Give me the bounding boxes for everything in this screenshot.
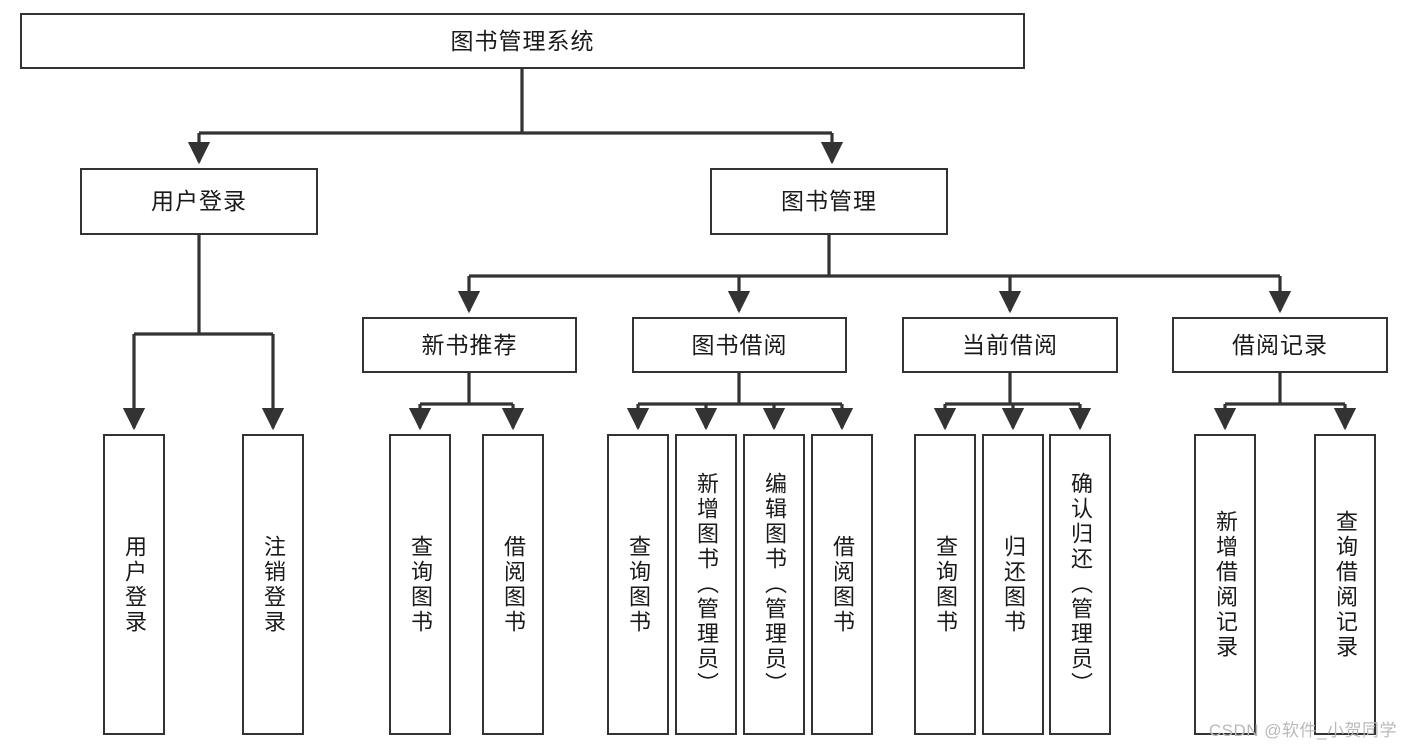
node-leaf-return-book[interactable]: 归还图书 [982,434,1044,735]
edge-newbook-bus [420,373,513,406]
node-label: 用户登录 [122,534,147,635]
node-borrow-record[interactable]: 借阅记录 [1172,317,1388,373]
node-label: 新书推荐 [421,331,518,358]
node-label: 用户登录 [151,188,247,215]
node-book-management[interactable]: 图书管理 [710,168,948,235]
node-leaf-logout[interactable]: 注销登录 [242,434,304,735]
node-label: 借阅记录 [1232,331,1328,358]
csdn-watermark: CSDN @软件_小贺同学 [1208,721,1397,740]
node-leaf-query-book-current[interactable]: 查询图书 [914,434,976,735]
node-leaf-query-borrow-record[interactable]: 查询借阅记录 [1314,434,1376,735]
node-label: 新增借阅记录 [1213,509,1238,660]
node-book-borrow[interactable]: 图书借阅 [632,317,847,373]
node-user-login[interactable]: 用户登录 [80,168,318,235]
node-label: 注销登录 [261,534,286,635]
edge-currentborrow-bus [945,373,1080,406]
node-leaf-query-book-borrow[interactable]: 查询图书 [607,434,669,735]
node-label: 查询借阅记录 [1333,509,1358,660]
node-label: 确认归还（管理员） [1068,472,1093,697]
node-label: 借阅图书 [830,534,855,635]
node-root[interactable]: 图书管理系统 [20,13,1025,69]
node-leaf-borrow-book[interactable]: 借阅图书 [811,434,873,735]
edge-bookmgmt-bus [469,235,1280,278]
edge-userlogin-bus [134,235,273,336]
node-label: 归还图书 [1001,534,1026,635]
node-label: 图书借阅 [691,331,788,358]
node-label: 查询图书 [626,534,651,635]
node-label: 借阅图书 [501,534,526,635]
node-label: 编辑图书（管理员） [762,472,787,697]
node-label: 查询图书 [933,534,958,635]
node-label: 查询图书 [408,534,433,635]
node-leaf-edit-book[interactable]: 编辑图书（管理员） [743,434,805,735]
node-label: 图书管理 [781,188,877,215]
node-leaf-add-borrow-record[interactable]: 新增借阅记录 [1194,434,1256,735]
node-label: 当前借阅 [962,331,1058,358]
edge-bookborrow-bus [638,373,842,406]
node-leaf-user-login[interactable]: 用户登录 [103,434,165,735]
node-current-borrow[interactable]: 当前借阅 [902,317,1118,373]
node-leaf-borrow-book-rec[interactable]: 借阅图书 [482,434,544,735]
edge-root-bus [199,69,832,135]
node-leaf-query-book-rec[interactable]: 查询图书 [389,434,451,735]
node-leaf-confirm-return[interactable]: 确认归还（管理员） [1049,434,1111,735]
node-label: 图书管理系统 [450,27,595,54]
node-label: 新增图书（管理员） [694,472,719,697]
node-new-book-recommend[interactable]: 新书推荐 [362,317,577,373]
node-leaf-add-book[interactable]: 新增图书（管理员） [675,434,737,735]
edge-borrowrecord-bus [1225,373,1345,406]
